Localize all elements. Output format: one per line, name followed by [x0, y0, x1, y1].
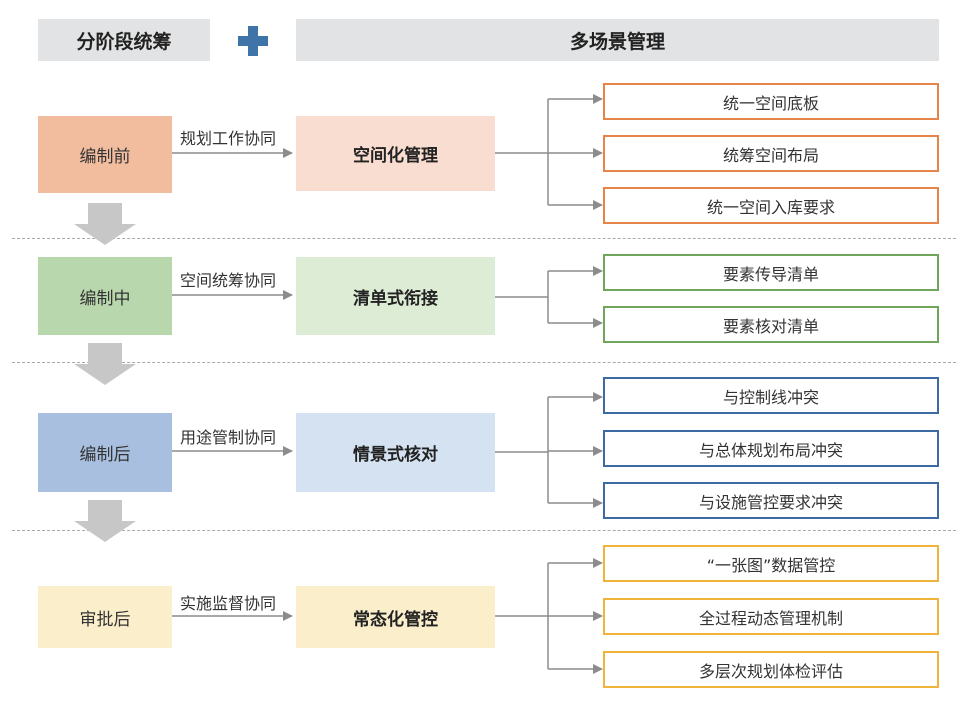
output-box: 统筹空间布局 — [603, 135, 939, 172]
stage-label: 编制前 — [79, 147, 131, 167]
output-box: 统一空间底板 — [603, 83, 939, 120]
output-box: 要素传导清单 — [603, 254, 939, 291]
management-box: 清单式衔接 — [296, 257, 495, 335]
output-label: 与总体规划布局冲突 — [698, 440, 843, 460]
management-box: 常态化管控 — [296, 586, 495, 648]
output-label: 统筹空间布局 — [722, 145, 819, 165]
output-label: 统一空间入库要求 — [706, 197, 835, 217]
output-label: “一张图”数据管控 — [706, 555, 836, 575]
management-label: 清单式衔接 — [353, 288, 438, 309]
stage-label: 编制后 — [79, 445, 131, 465]
output-label: 要素传导清单 — [722, 264, 819, 284]
output-box: 与总体规划布局冲突 — [603, 430, 939, 467]
header-right-title: 多场景管理 — [296, 19, 939, 61]
stage-label: 审批后 — [79, 609, 131, 630]
flow-label: 空间统筹协同 — [180, 271, 277, 290]
output-label: 统一空间底板 — [722, 93, 819, 113]
stage-box-during: 编制中 — [38, 257, 172, 335]
management-label: 常态化管控 — [353, 609, 438, 630]
output-label: 全过程动态管理机制 — [698, 608, 843, 628]
stage-label: 编制中 — [79, 288, 131, 309]
management-box: 情景式核对 — [296, 413, 495, 492]
output-box: 与控制线冲突 — [603, 377, 939, 414]
output-label: 多层次规划体检评估 — [698, 661, 843, 681]
output-box: 统一空间入库要求 — [603, 187, 939, 224]
flow-label: 实施监督协同 — [180, 594, 277, 613]
down-arrow — [74, 343, 136, 385]
separator-line — [12, 362, 956, 363]
output-box: 与设施管控要求冲突 — [603, 482, 939, 519]
header-right-title-text: 多场景管理 — [569, 30, 665, 53]
management-box: 空间化管理 — [296, 116, 495, 191]
output-box: 全过程动态管理机制 — [603, 598, 939, 635]
output-label: 与控制线冲突 — [722, 387, 819, 407]
separator-line — [12, 530, 956, 531]
output-label: 要素核对清单 — [722, 316, 819, 336]
flow-label: 规划工作协同 — [180, 129, 277, 148]
separator-line — [12, 238, 956, 239]
down-arrow — [74, 203, 136, 245]
management-label: 空间化管理 — [353, 146, 438, 166]
flow-label: 用途管制协同 — [180, 428, 277, 447]
stage-box-post: 编制后 — [38, 413, 172, 492]
output-box: 多层次规划体检评估 — [603, 651, 939, 688]
plus-icon — [238, 26, 268, 56]
output-box: 要素核对清单 — [603, 306, 939, 343]
header-left-title: 分阶段统筹 — [38, 19, 210, 61]
output-box: “一张图”数据管控 — [603, 545, 939, 582]
management-label: 情景式核对 — [353, 445, 438, 465]
stage-box-approved: 审批后 — [38, 586, 172, 648]
header-left-title-text: 分阶段统筹 — [76, 30, 172, 53]
output-label: 与设施管控要求冲突 — [698, 492, 843, 512]
down-arrow — [74, 500, 136, 542]
stage-box-pre: 编制前 — [38, 116, 172, 193]
